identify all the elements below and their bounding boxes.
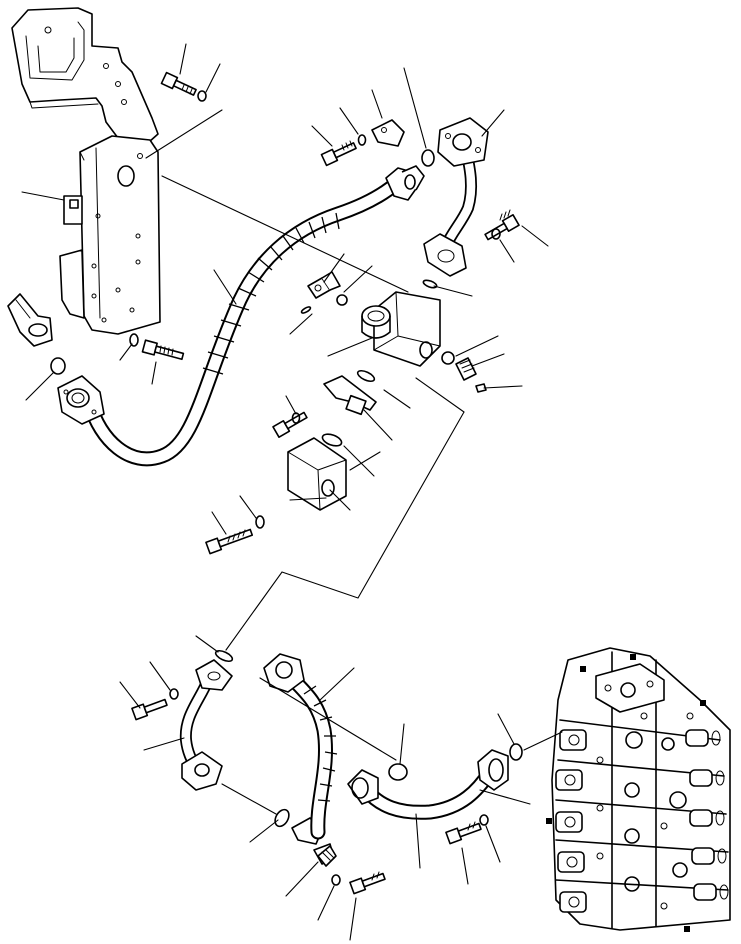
elbow-pipe-upper <box>424 118 488 276</box>
elbow-fitting <box>318 846 336 866</box>
plug <box>456 358 486 392</box>
valve-left-caps <box>556 730 586 912</box>
bracket-plate <box>12 8 160 334</box>
relay-block <box>308 272 440 366</box>
pipe-lower-left <box>182 660 232 790</box>
small-bracket <box>8 294 52 346</box>
hose-lower-right <box>348 750 508 812</box>
spacer-plate <box>324 376 376 414</box>
leader-lines <box>22 44 562 940</box>
o-rings <box>51 150 522 829</box>
valve-spool-ends <box>686 730 728 900</box>
hose-lower-middle <box>264 654 337 832</box>
control-valve <box>546 648 730 932</box>
bolts <box>132 73 519 894</box>
hose-upper <box>58 166 424 459</box>
